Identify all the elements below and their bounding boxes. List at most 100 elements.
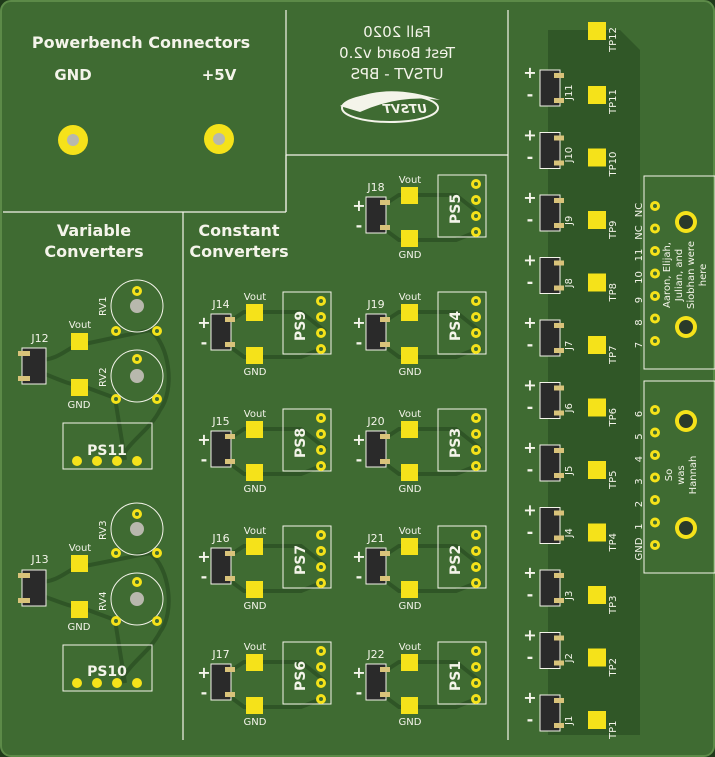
connector-header[interactable] (365, 547, 390, 585)
testpad-gnd[interactable] (246, 464, 263, 481)
connector-pin[interactable] (650, 495, 660, 505)
ps10-module[interactable] (62, 644, 153, 692)
testpad-vout[interactable] (401, 187, 418, 204)
banana-jack-gnd[interactable] (58, 125, 88, 155)
testpad-gnd[interactable] (401, 464, 418, 481)
testpad[interactable] (588, 211, 606, 229)
testpad[interactable] (588, 648, 606, 667)
j12-header[interactable] (18, 347, 47, 385)
testpad-vout[interactable] (401, 304, 418, 321)
connector-pin[interactable] (650, 472, 660, 483)
potentiometer-rv2[interactable] (110, 349, 164, 404)
converter-module[interactable] (437, 174, 487, 238)
testpad[interactable] (588, 398, 606, 417)
plus-label: + (523, 63, 536, 82)
plus-label: + (197, 547, 210, 566)
constant-right-column: J18+-VoutGNDPS5J19+-VoutGNDPS4J20+-VoutG… (352, 174, 487, 728)
testpad-vout[interactable] (246, 304, 263, 321)
testpad-vout[interactable] (246, 654, 263, 671)
connector-pin[interactable] (650, 201, 660, 211)
gnd-label: GND (244, 717, 267, 728)
connector-header[interactable] (365, 663, 390, 701)
connector-pin[interactable] (650, 313, 660, 324)
connector-header[interactable] (365, 313, 390, 351)
testpad-gnd[interactable] (246, 581, 263, 598)
testpad-vout[interactable] (246, 538, 263, 555)
testpad-gnd[interactable] (401, 230, 418, 247)
connector-header[interactable] (210, 663, 235, 701)
testpad-vout[interactable] (401, 538, 418, 555)
testpad-gnd[interactable] (246, 347, 263, 364)
connector-header[interactable] (539, 632, 564, 669)
testpad-gnd-v1[interactable] (71, 379, 88, 396)
converter-module[interactable] (282, 408, 332, 472)
testpad[interactable] (588, 523, 606, 542)
converter-module[interactable] (282, 291, 332, 355)
connector-header[interactable] (539, 69, 564, 107)
testpad-vout[interactable] (401, 654, 418, 671)
connector-header[interactable] (210, 313, 235, 351)
testpad-vout-v2[interactable] (71, 555, 88, 572)
connector-header[interactable] (539, 132, 564, 169)
connector-label: J7 (564, 341, 575, 351)
connector-pin[interactable] (650, 291, 660, 301)
connector-pin[interactable] (650, 540, 660, 550)
plus-label: + (197, 430, 210, 449)
plus-label: + (197, 663, 210, 682)
potentiometer-rv1[interactable] (110, 279, 164, 336)
connector-header[interactable] (539, 194, 564, 232)
testpad[interactable] (588, 461, 606, 479)
connector-header[interactable] (210, 430, 235, 468)
connector-pin[interactable] (650, 268, 660, 279)
converter-module[interactable] (437, 641, 487, 705)
testpad[interactable] (588, 148, 606, 167)
connector-header[interactable] (539, 382, 564, 419)
connector-header[interactable] (539, 569, 564, 607)
testpad-gnd[interactable] (401, 347, 418, 364)
testpad[interactable] (588, 336, 606, 354)
ps11-module[interactable] (62, 422, 153, 470)
connector-pin[interactable] (650, 336, 660, 346)
potentiometer-rv4[interactable] (110, 572, 164, 626)
connector-label: J18 (366, 181, 384, 194)
testpad-tp12[interactable] (588, 22, 606, 40)
connector-pin[interactable] (650, 405, 660, 415)
j13-header[interactable] (18, 569, 47, 607)
connector-pin[interactable] (650, 450, 660, 460)
converter-module[interactable] (282, 641, 332, 705)
converter-module[interactable] (437, 291, 487, 355)
testpad[interactable] (588, 586, 606, 604)
connector-pin[interactable] (650, 246, 660, 256)
converter-module[interactable] (282, 525, 332, 589)
testpad-vout[interactable] (401, 421, 418, 438)
connector-header[interactable] (539, 319, 564, 357)
mount-hole-u2 (675, 316, 697, 338)
testpad-gnd[interactable] (401, 581, 418, 598)
testpad-vout-v1[interactable] (71, 333, 88, 350)
testpad[interactable] (588, 86, 606, 104)
j12-label: J12 (30, 332, 48, 345)
testpad[interactable] (588, 273, 606, 292)
connector-pin[interactable] (650, 517, 660, 528)
connector-pin[interactable] (650, 427, 660, 438)
connector-header[interactable] (210, 547, 235, 585)
connector-header[interactable] (539, 694, 564, 732)
connector-header[interactable] (365, 430, 390, 468)
testpad-vout[interactable] (246, 421, 263, 438)
testpad-gnd-v2[interactable] (71, 601, 88, 618)
testpad[interactable] (588, 711, 606, 729)
connector-header[interactable] (539, 444, 564, 482)
vout-label-v1: Vout (69, 320, 92, 331)
connector-pin[interactable] (650, 223, 660, 234)
testpad-gnd[interactable] (401, 697, 418, 714)
banana-jack-5v[interactable] (204, 124, 234, 154)
converter-module[interactable] (437, 525, 487, 589)
connector-header[interactable] (539, 507, 564, 544)
connector-header[interactable] (539, 257, 564, 294)
testpad-gnd[interactable] (246, 697, 263, 714)
potentiometer-rv3[interactable] (110, 502, 164, 558)
connector-header[interactable] (365, 196, 390, 234)
converter-module[interactable] (437, 408, 487, 472)
